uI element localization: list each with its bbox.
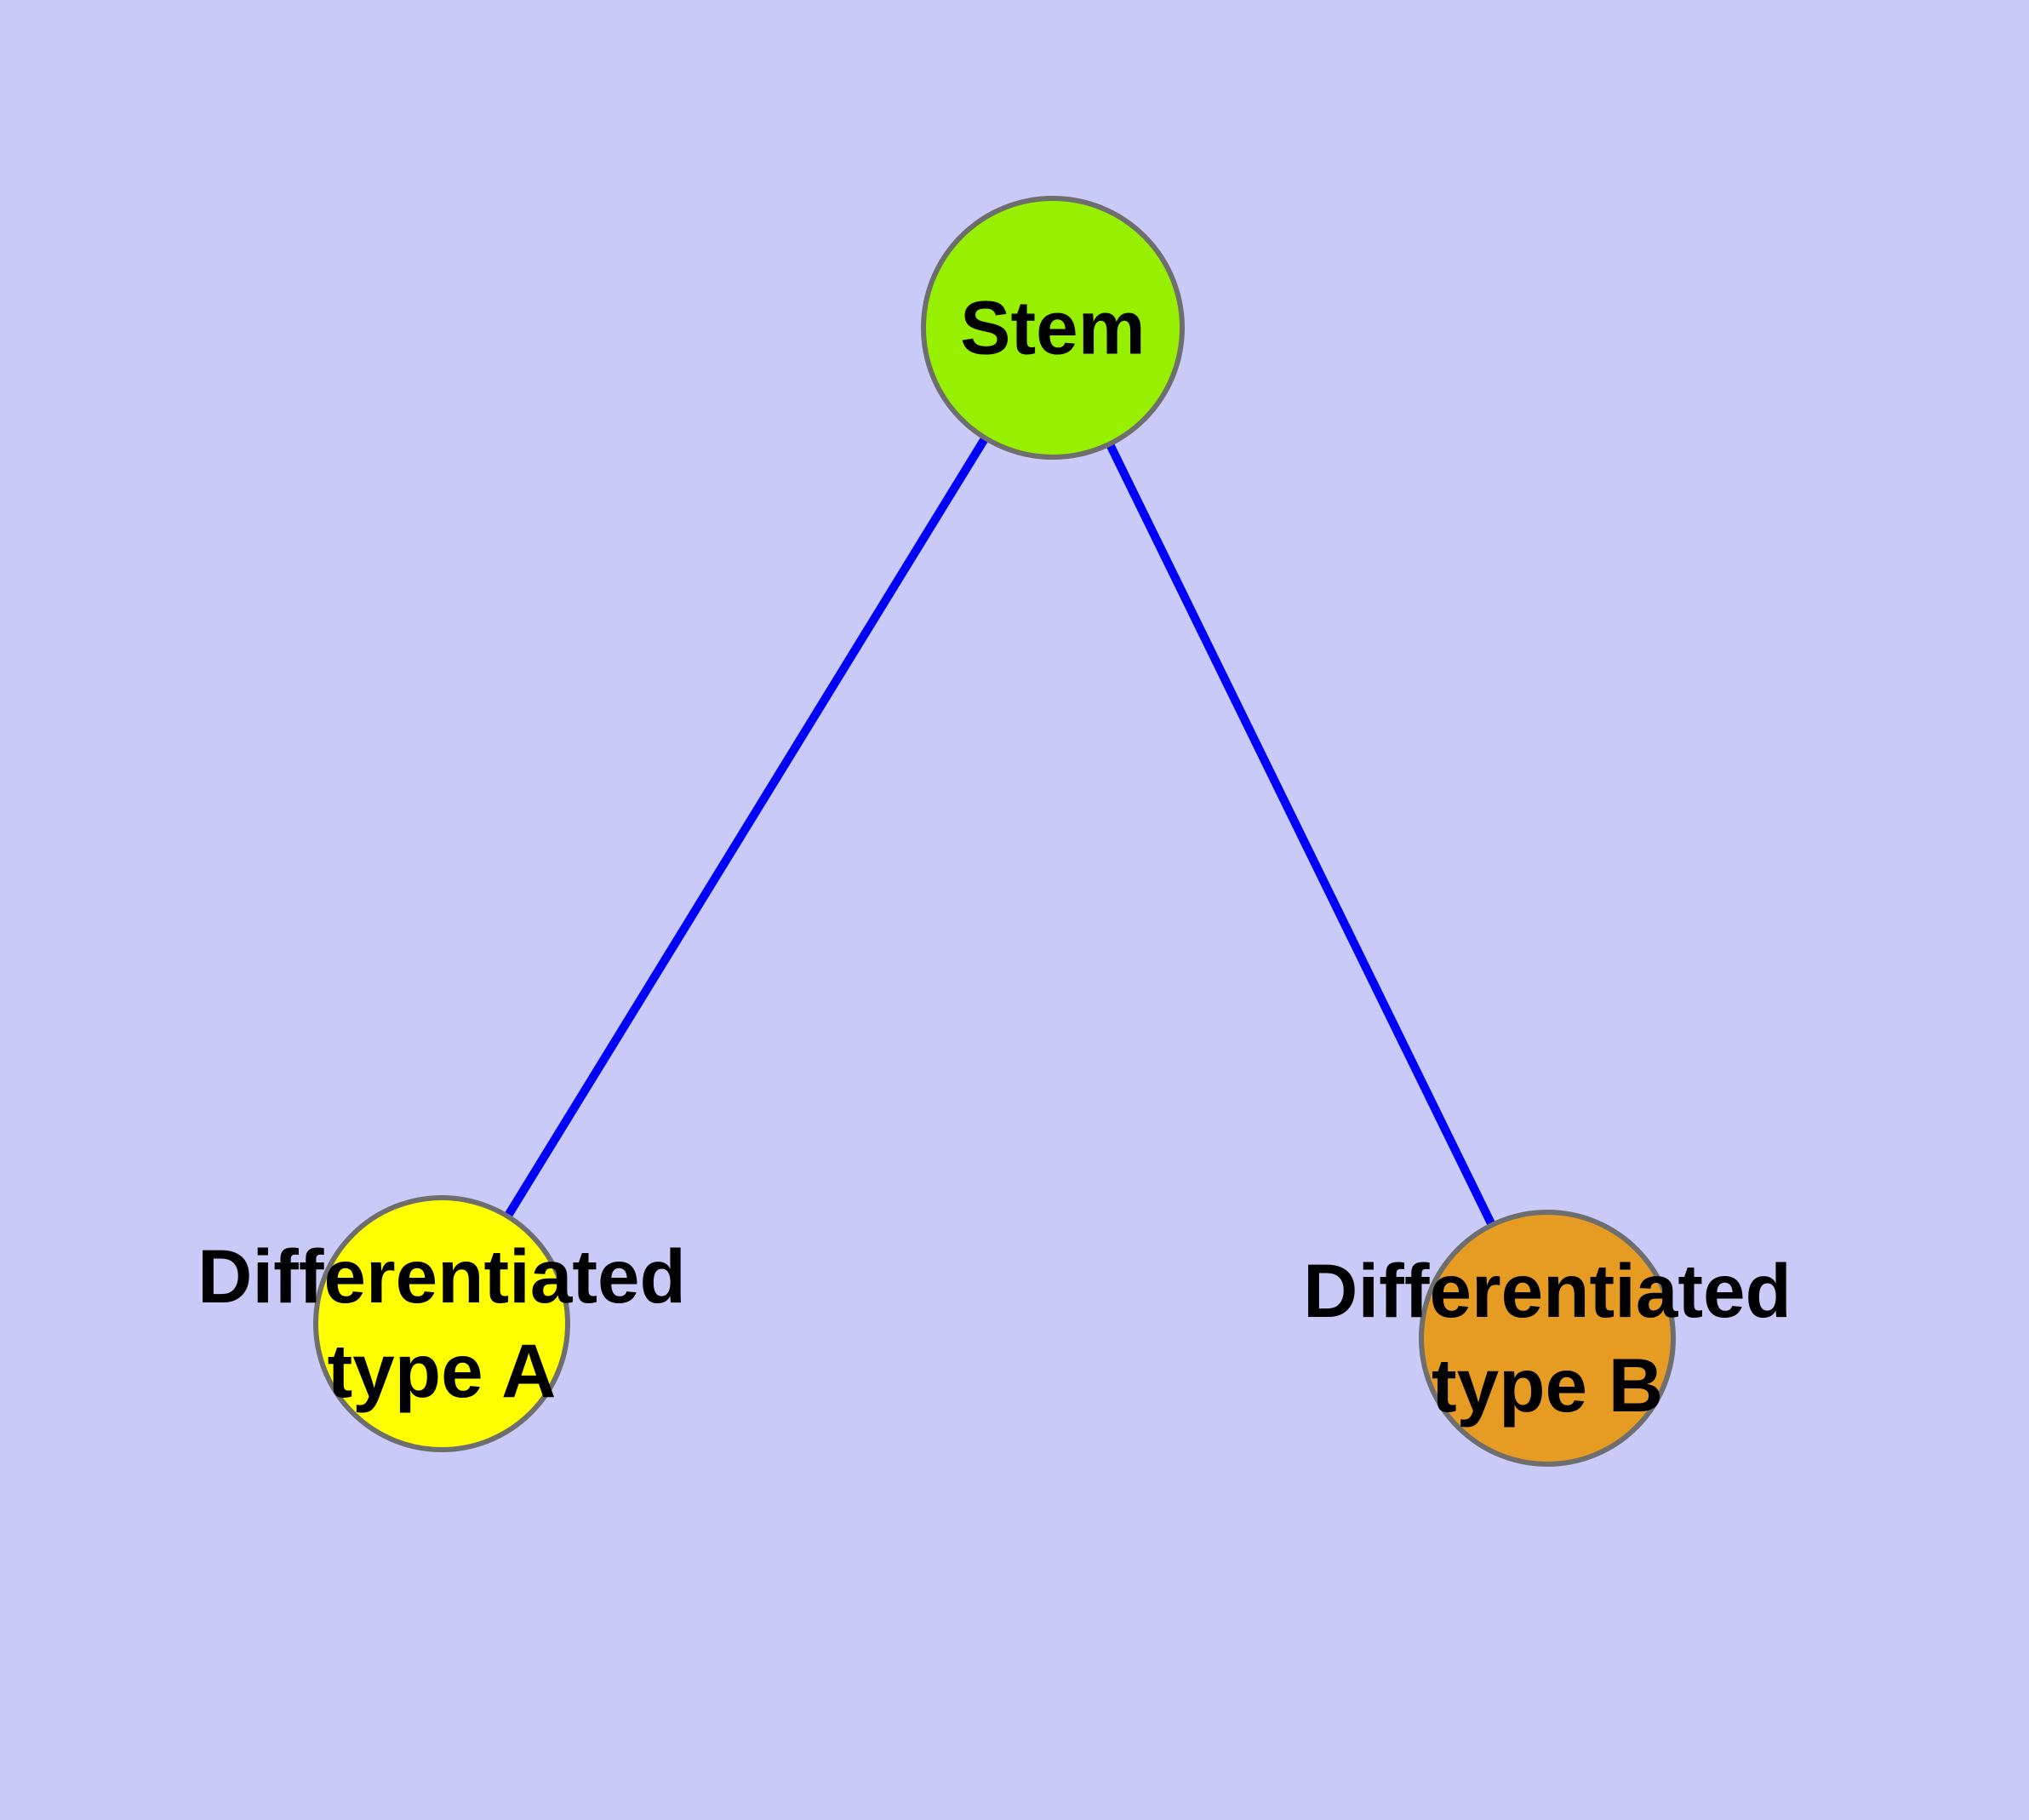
node-type-b-circle (1419, 1210, 1676, 1467)
edge-stem-to-type-b (1049, 325, 1552, 1341)
node-stem-circle (921, 196, 1185, 460)
node-type-a-circle (313, 1195, 570, 1452)
edge-stem-to-type-a (437, 325, 1057, 1326)
